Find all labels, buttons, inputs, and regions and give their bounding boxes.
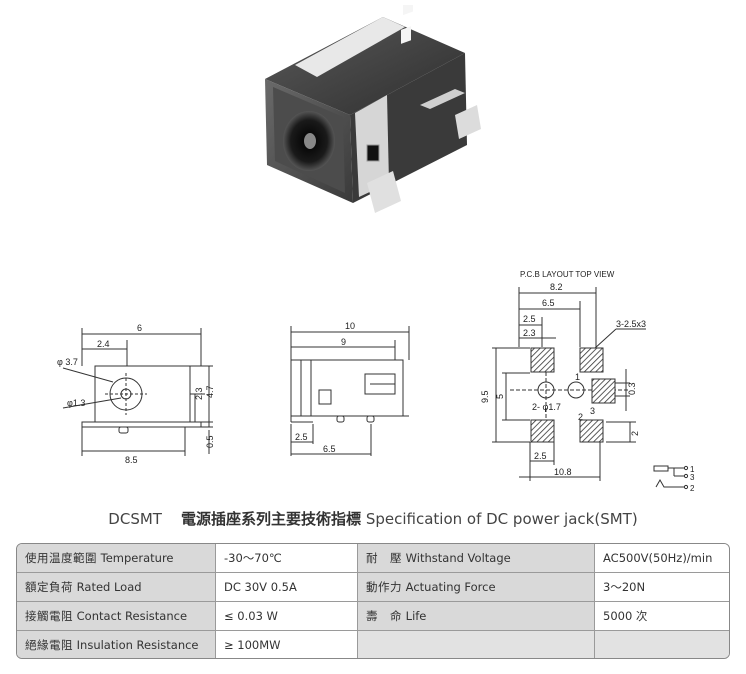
pad-bottom-right (579, 419, 604, 443)
top-slot (403, 5, 413, 16)
dim-hole: φ 3.7 (57, 357, 78, 367)
jack-schematic-symbol (653, 465, 689, 490)
pcb-layout-drawing: P.C.B LAYOUT TOP VIEW (480, 270, 695, 493)
table-row: 絕緣電阻 Insulation Resistance ≥ 100MW (17, 630, 729, 658)
spec-value: ≤ 0.03 W (215, 601, 358, 631)
dim-offset: 2.4 (97, 339, 110, 349)
dim-10-8: 10.8 (554, 467, 572, 477)
dim-6-5: 6.5 (542, 298, 555, 308)
pin-3-label: 3 (590, 406, 595, 416)
spec-value: DC 30V 0.5A (215, 572, 358, 602)
body-top (265, 17, 465, 115)
model-name: DCSMT (108, 510, 162, 528)
pad-right (591, 378, 616, 404)
dim-width: 6 (137, 323, 142, 333)
dim-pin: φ1.3 (67, 398, 85, 408)
dim-2-3: 2.3 (523, 328, 536, 338)
table-row: 接觸電阻 Contact Resistance ≤ 0.03 W 壽 命 Lif… (17, 601, 729, 631)
dim-center-h: 2.3 (194, 387, 204, 400)
dim-0-3: 0.3 (627, 382, 637, 395)
pad-bottom-left (530, 419, 555, 443)
dim-hole-pcb: 2- φ1.7 (532, 402, 561, 412)
spec-value: 5000 次 (594, 601, 729, 631)
dim-9-5: 9.5 (480, 390, 490, 403)
dim-8-2: 8.2 (550, 282, 563, 292)
dim-2-5-top: 2.5 (523, 314, 536, 324)
table-row: 額定負荷 Rated Load DC 30V 0.5A 動作力 Actuatin… (17, 572, 729, 602)
title-chinese: 電源插座系列主要技術指標 (181, 510, 362, 528)
metal-band-top (295, 17, 405, 77)
spec-label: 壽 命 Life (357, 601, 595, 631)
spec-value: AC500V(50Hz)/min (594, 544, 729, 573)
schematic-pin-1: 1 (690, 465, 695, 474)
schematic-pin-3: 3 (690, 473, 695, 482)
dim-5: 5 (495, 394, 505, 399)
product-illustration (265, 5, 481, 213)
spec-label: 絕緣電阻 Insulation Resistance (17, 630, 216, 658)
pin-bottom (367, 171, 401, 213)
pcb-title: P.C.B LAYOUT TOP VIEW (520, 270, 615, 279)
pad-top-left (530, 347, 555, 373)
spec-label: 使用温度範圍 Temperature (17, 544, 216, 573)
spec-value: 3～20N (594, 572, 729, 602)
dim-base: 0.5 (205, 435, 215, 448)
front-view-drawing: 6 2.4 φ 3.7 φ1.3 2.3 4.7 0.5 8.5 (57, 323, 215, 465)
dim-total: 10 (345, 321, 355, 331)
schematic-pin-2: 2 (690, 484, 695, 493)
spec-label: 額定負荷 Rated Load (17, 572, 216, 602)
spec-label: 接觸電阻 Contact Resistance (17, 601, 216, 631)
pin-1-label: 1 (575, 372, 580, 382)
dim-slots: 3-2.5x3 (616, 319, 646, 329)
dim-span: 6.5 (323, 444, 336, 454)
pin-right (420, 89, 465, 109)
dim-2: 2 (630, 431, 640, 436)
side-view-drawing: 10 9 2.5 6.5 (290, 321, 410, 456)
dim-height: 4.7 (205, 385, 215, 398)
spec-value: ≥ 100MW (215, 630, 358, 658)
title-english: Specification of DC power jack(SMT) (365, 510, 638, 528)
spec-value-empty (594, 630, 729, 658)
spec-title: DCSMT 電源插座系列主要技術指標 Specification of DC p… (0, 508, 746, 529)
table-row: 使用温度範圍 Temperature -30～70℃ 耐 壓 Withstand… (17, 544, 729, 573)
dim-bottom: 8.5 (125, 455, 138, 465)
pad-top-right (579, 347, 604, 373)
spec-label-empty (357, 630, 595, 658)
dim-pad: 2.5 (295, 432, 308, 442)
pin-2-label: 2 (578, 412, 583, 422)
spec-table: 使用温度範圍 Temperature -30～70℃ 耐 壓 Withstand… (16, 543, 730, 659)
spec-label: 動作力 Actuating Force (357, 572, 595, 602)
dim-2-5-bottom: 2.5 (534, 451, 547, 461)
dim-body: 9 (341, 337, 346, 347)
spec-value: -30～70℃ (215, 544, 358, 573)
spec-label: 耐 壓 Withstand Voltage (357, 544, 595, 573)
